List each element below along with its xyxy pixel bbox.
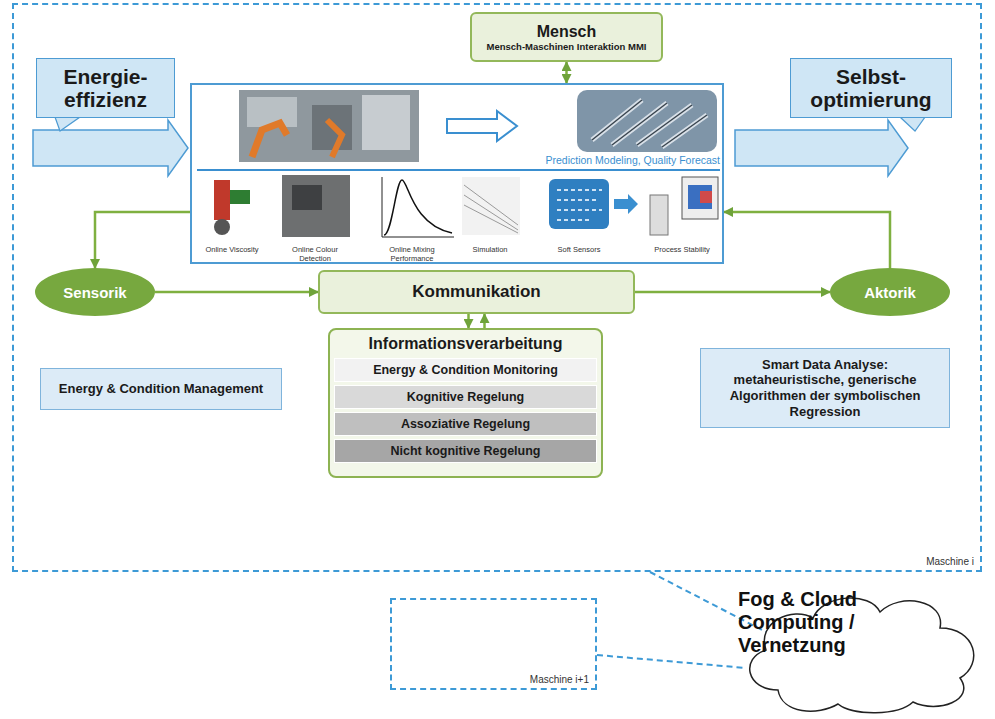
- network-link: [597, 655, 746, 668]
- komm-node: Kommunikation: [318, 270, 635, 314]
- info-node: InformationsverarbeitungEnergy & Conditi…: [328, 328, 603, 478]
- sensor-caption: Online Mixing Performance: [367, 246, 457, 263]
- flow-arrow: [483, 314, 486, 328]
- note-text: Smart Data Analyse: metaheuristische, ge…: [709, 357, 941, 419]
- box-heading: Kommunikation: [412, 282, 540, 302]
- ellipse-node: Sensorik: [35, 268, 155, 316]
- flow-arrow: [467, 314, 470, 328]
- layer-text: Kognitive Regelung: [407, 390, 524, 404]
- box-heading: Informationsverarbeitung: [330, 335, 601, 353]
- frame-node: Maschine i MenschMensch-Maschinen Interak…: [12, 3, 982, 572]
- blue-node: Smart Data Analyse: metaheuristische, ge…: [700, 348, 950, 428]
- big-node: Energie-effizienz: [36, 58, 175, 118]
- cloud-text: Fog & Cloud Computing / Vernetzung: [738, 588, 888, 657]
- sensor-caption: Process Stability: [645, 246, 719, 255]
- sensor-caption: Simulation: [460, 246, 520, 255]
- flow-arrow: [565, 62, 568, 83]
- callout-text: Selbst-optimierung: [799, 65, 943, 111]
- big-node: Selbst-optimierung: [790, 58, 952, 118]
- blue-node: Energy & Condition Management: [40, 368, 282, 410]
- ellipse-text: Sensorik: [63, 284, 126, 301]
- band-node: Energy & Condition Monitoring: [334, 358, 597, 382]
- sensor-caption: Soft Sensors: [547, 246, 611, 255]
- band-node: Nicht kognitive Regelung: [334, 439, 597, 463]
- ellipse-node: Aktorik: [830, 268, 950, 316]
- flow-arrow: [635, 291, 830, 294]
- note-text: Energy & Condition Management: [59, 381, 263, 397]
- band-node: Kognitive Regelung: [334, 385, 597, 409]
- block-arrow: [735, 120, 908, 176]
- band-node: Assoziative Regelung: [334, 412, 597, 436]
- callout-text: Energie-effizienz: [45, 65, 166, 111]
- callout-pointer: [900, 117, 925, 131]
- sensor-caption: Online Viscosity: [202, 246, 262, 255]
- block-arrow: [33, 120, 188, 176]
- flow-arrow: [95, 212, 190, 268]
- callout-pointer: [55, 117, 80, 131]
- panel-illustration: [192, 85, 722, 262]
- flow-arrow: [155, 291, 318, 294]
- machine-label: Maschine i: [926, 556, 974, 567]
- flow-arrow: [724, 212, 890, 268]
- layer-text: Assoziative Regelung: [401, 417, 530, 431]
- box-subtitle: Mensch-Maschinen Interaktion MMI: [487, 41, 647, 52]
- cloud-node: Fog & Cloud Computing / Vernetzung: [738, 588, 985, 716]
- panel-node: Prediction Modeling, Quality ForecastOnl…: [190, 83, 724, 264]
- layer-text: Energy & Condition Monitoring: [373, 363, 558, 377]
- mensch-node: MenschMensch-Maschinen Interaktion MMI: [470, 12, 663, 62]
- machine-label: Maschine i+1: [530, 674, 589, 685]
- frame-node: Maschine i+1: [390, 598, 597, 690]
- layer-text: Nicht kognitive Regelung: [390, 444, 540, 458]
- ellipse-text: Aktorik: [864, 284, 916, 301]
- box-heading: Mensch: [537, 22, 597, 41]
- panel-subtitle: Prediction Modeling, Quality Forecast: [492, 154, 720, 166]
- sensor-caption: Online Colour Detection: [280, 246, 350, 263]
